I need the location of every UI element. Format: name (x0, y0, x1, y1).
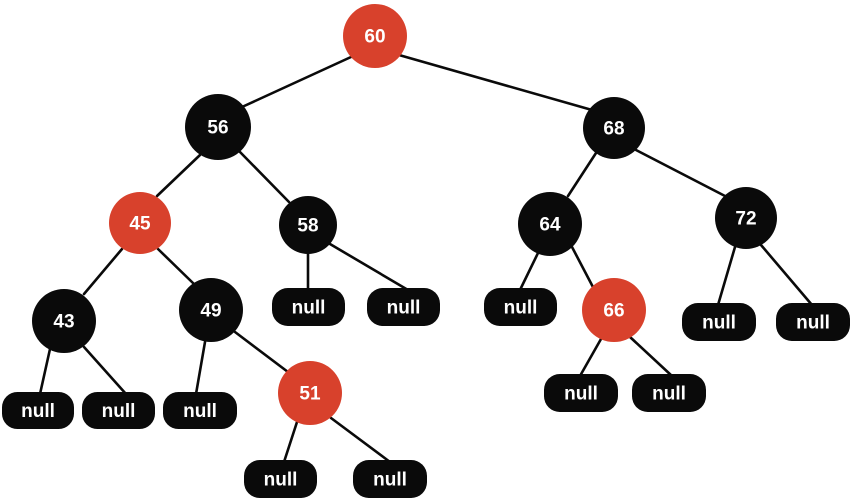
nil-leaf-box (544, 374, 618, 412)
nil-leaf-box (632, 374, 706, 412)
nil-leaf-box (82, 392, 155, 429)
node-value-label: 60 (364, 27, 385, 48)
nil-leaf: null (484, 288, 557, 326)
nil-leaf-label: null (102, 401, 136, 422)
tree-node-49: 49 (179, 278, 243, 342)
nil-leaf: null (2, 392, 74, 429)
tree-edge-n68-n64 (566, 151, 598, 198)
node-value-label: 66 (603, 301, 624, 322)
node-value-label: 43 (53, 312, 74, 333)
tree-node-58: 58 (279, 196, 337, 254)
nil-leaf-box (367, 288, 440, 326)
tree-edge-n49-l3 (194, 340, 207, 396)
tree-edge-n68-n72 (634, 148, 727, 198)
node-circle-black (32, 289, 96, 353)
tree-edge-n64-n66 (570, 245, 596, 291)
node-value-label: 58 (297, 216, 318, 237)
nil-leaf-box (353, 460, 427, 498)
tree-node-45: 45 (109, 192, 171, 254)
tree-node-72: 72 (715, 187, 777, 249)
nil-leaf: null (367, 288, 440, 326)
nil-leaf: null (244, 460, 317, 498)
node-circle-red (278, 361, 342, 425)
tree-node-68: 68 (583, 97, 645, 159)
nil-leaf: null (544, 374, 618, 412)
node-value-label: 64 (539, 215, 561, 236)
tree-node-56: 56 (185, 94, 251, 160)
nil-leaf-label: null (21, 401, 55, 422)
nil-leaf-label: null (702, 313, 736, 334)
nil-leaf-box (682, 303, 756, 341)
nil-leaf-label: null (292, 298, 326, 319)
nil-leaf-box (244, 460, 317, 498)
nil-leaf: null (272, 288, 345, 326)
nil-leaf-box (272, 288, 345, 326)
node-circle-black (185, 94, 251, 160)
tree-edges-group (38, 53, 814, 464)
tree-edge-n58-l5 (328, 242, 410, 292)
node-circle-black (715, 187, 777, 249)
tree-edge-n49-n51 (233, 330, 290, 374)
node-circle-red (582, 278, 646, 342)
tree-nil-leaves-group: null null null null null null null null null null… (2, 288, 850, 498)
nil-leaf-label: null (564, 384, 598, 405)
nil-leaf-label: null (504, 298, 538, 319)
tree-node-43: 43 (32, 289, 96, 353)
node-circle-black (179, 278, 243, 342)
nil-leaf-box (776, 303, 850, 341)
node-value-label: 51 (299, 384, 321, 405)
node-circle-black (518, 192, 582, 256)
nil-leaf: null (82, 392, 155, 429)
nil-leaf-box (484, 288, 557, 326)
tree-edge-n72-l11 (716, 245, 737, 307)
nil-leaf-label: null (183, 401, 217, 422)
tree-edge-n60-n56 (240, 55, 353, 109)
tree-edge-n51-l7 (329, 416, 392, 464)
nil-leaf-label: null (796, 313, 830, 334)
nil-leaf-label: null (264, 470, 298, 491)
nil-leaf: null (353, 460, 427, 498)
nil-leaf: null (682, 303, 756, 341)
tree-node-51: 51 (278, 361, 342, 425)
tree-node-60: 60 (343, 4, 407, 68)
tree-edge-n51-l6 (282, 420, 299, 464)
nil-leaf-box (2, 392, 74, 429)
node-value-label: 49 (200, 301, 221, 322)
node-circle-black (279, 196, 337, 254)
nil-leaf: null (163, 392, 237, 429)
tree-node-64: 64 (518, 192, 582, 256)
tree-edge-n43-l1 (38, 347, 52, 396)
tree-edge-n60-n68 (397, 53, 594, 112)
node-circle-red (109, 192, 171, 254)
tree-edge-n45-n49 (156, 247, 196, 286)
nil-leaf: null (632, 374, 706, 412)
nil-leaf-label: null (387, 298, 421, 319)
nil-leaf-box (163, 392, 237, 429)
nil-leaf-label: null (373, 470, 407, 491)
node-circle-black (583, 97, 645, 159)
node-value-label: 45 (129, 214, 151, 235)
nil-leaf: null (776, 303, 850, 341)
nil-leaf-label: null (652, 384, 686, 405)
tree-edge-n43-l2 (82, 345, 128, 396)
tree-edge-n66-l9 (578, 337, 603, 378)
tree-edge-n56-n45 (155, 153, 202, 198)
tree-edge-n72-l12 (759, 243, 814, 307)
node-value-label: 56 (207, 118, 228, 139)
tree-edge-n64-l8 (518, 251, 540, 292)
tree-nodes-group: 60 56 68 45 58 64 72 43 49 66 51 (32, 4, 777, 425)
tree-edge-n45-n43 (82, 247, 124, 296)
tree-node-66: 66 (582, 278, 646, 342)
node-value-label: 72 (735, 209, 756, 230)
node-circle-red (343, 4, 407, 68)
tree-edge-n66-l10 (628, 335, 674, 378)
node-value-label: 68 (603, 119, 624, 140)
tree-edge-n56-n58 (238, 150, 291, 204)
